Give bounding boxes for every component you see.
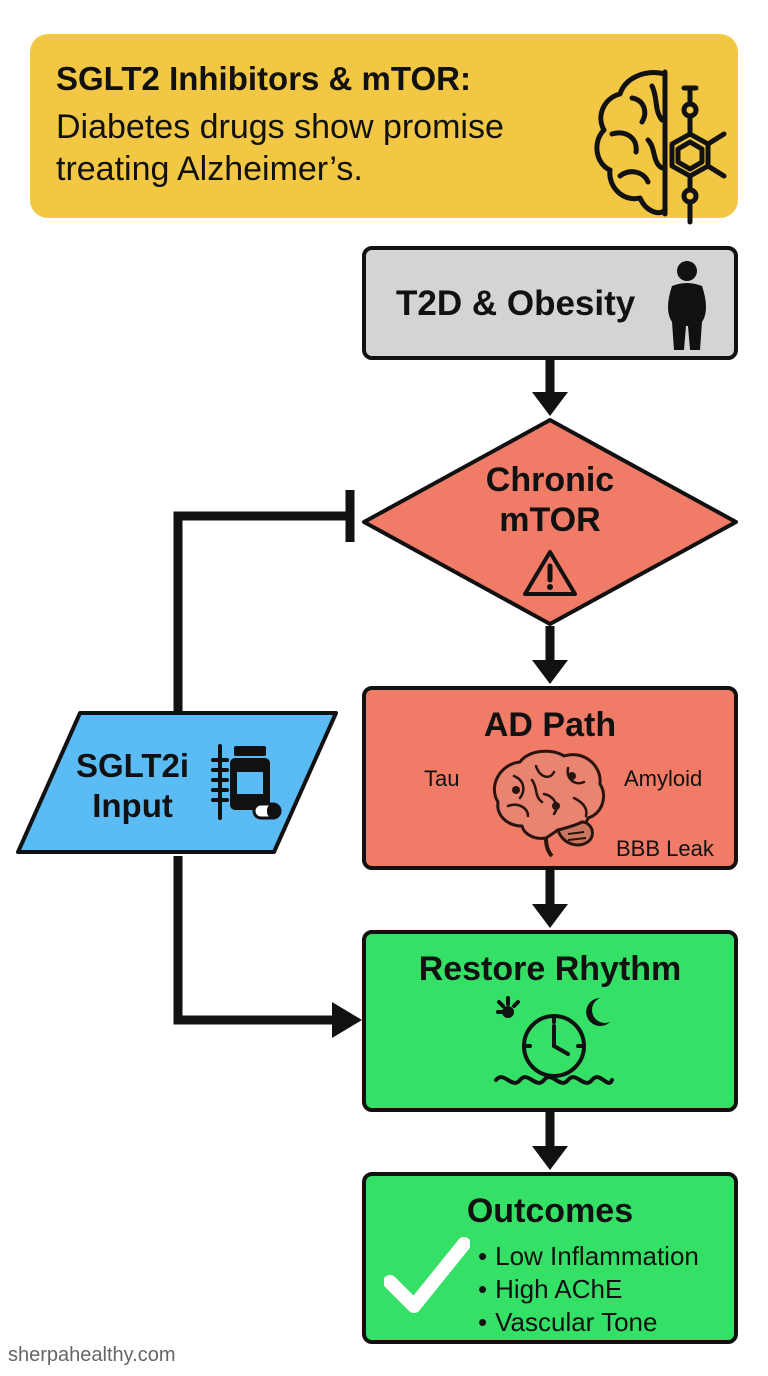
restore-rhythm-label: Restore Rhythm bbox=[418, 950, 682, 988]
chronic-mtor-line1: Chronic bbox=[485, 461, 615, 499]
sglt2i-input-parallelogram: SGLT2i Input bbox=[14, 710, 340, 856]
sglt2i-line1: SGLT2i bbox=[76, 747, 190, 784]
restore-rhythm-box: Restore Rhythm bbox=[362, 930, 738, 1112]
header-banner: SGLT2 Inhibitors & mTOR: Diabetes drugs … bbox=[30, 34, 738, 225]
circadian-clock-icon bbox=[494, 996, 614, 1085]
chronic-mtor-diamond: Chronic mTOR bbox=[360, 416, 740, 628]
sglt2i-line2: Input bbox=[92, 787, 173, 824]
syringe-pill-icon bbox=[211, 744, 282, 820]
t2d-obesity-label: T2D & Obesity bbox=[396, 284, 636, 323]
checkmark-icon bbox=[384, 1237, 470, 1313]
brain-molecule-icon bbox=[594, 69, 727, 225]
header-subtitle: Diabetes drugs show promise treating Alz… bbox=[56, 108, 504, 188]
tau-label: Tau bbox=[424, 766, 460, 791]
outcomes-list: Low Inflammation High AChE Vascular Tone bbox=[478, 1240, 699, 1339]
outcome-item: High AChE bbox=[478, 1273, 699, 1306]
ad-path-box: AD Path Tau Amyloid BBB Leak bbox=[362, 686, 738, 870]
outcomes-label: Outcomes bbox=[466, 1192, 634, 1230]
chronic-mtor-label: Chronic mTOR bbox=[360, 460, 740, 540]
person-icon bbox=[668, 261, 706, 350]
outcome-item: Vascular Tone bbox=[478, 1306, 699, 1339]
t2d-obesity-box: T2D & Obesity bbox=[362, 246, 738, 360]
bbb-leak-label: BBB Leak bbox=[616, 836, 714, 861]
sglt2i-input-label: SGLT2i Input bbox=[76, 746, 189, 826]
ad-path-label: AD Path bbox=[483, 706, 617, 744]
amyloid-label: Amyloid bbox=[624, 766, 703, 791]
outcome-item: Low Inflammation bbox=[478, 1240, 699, 1273]
outcomes-box: Outcomes Low Inflammation High AChE Vasc… bbox=[362, 1172, 738, 1344]
header-title: SGLT2 Inhibitors & mTOR: bbox=[56, 60, 471, 97]
brain-icon bbox=[492, 749, 605, 858]
warning-icon bbox=[523, 550, 577, 596]
source-footer: sherpahealthy.com bbox=[8, 1344, 176, 1366]
chronic-mtor-line2: mTOR bbox=[499, 501, 601, 539]
